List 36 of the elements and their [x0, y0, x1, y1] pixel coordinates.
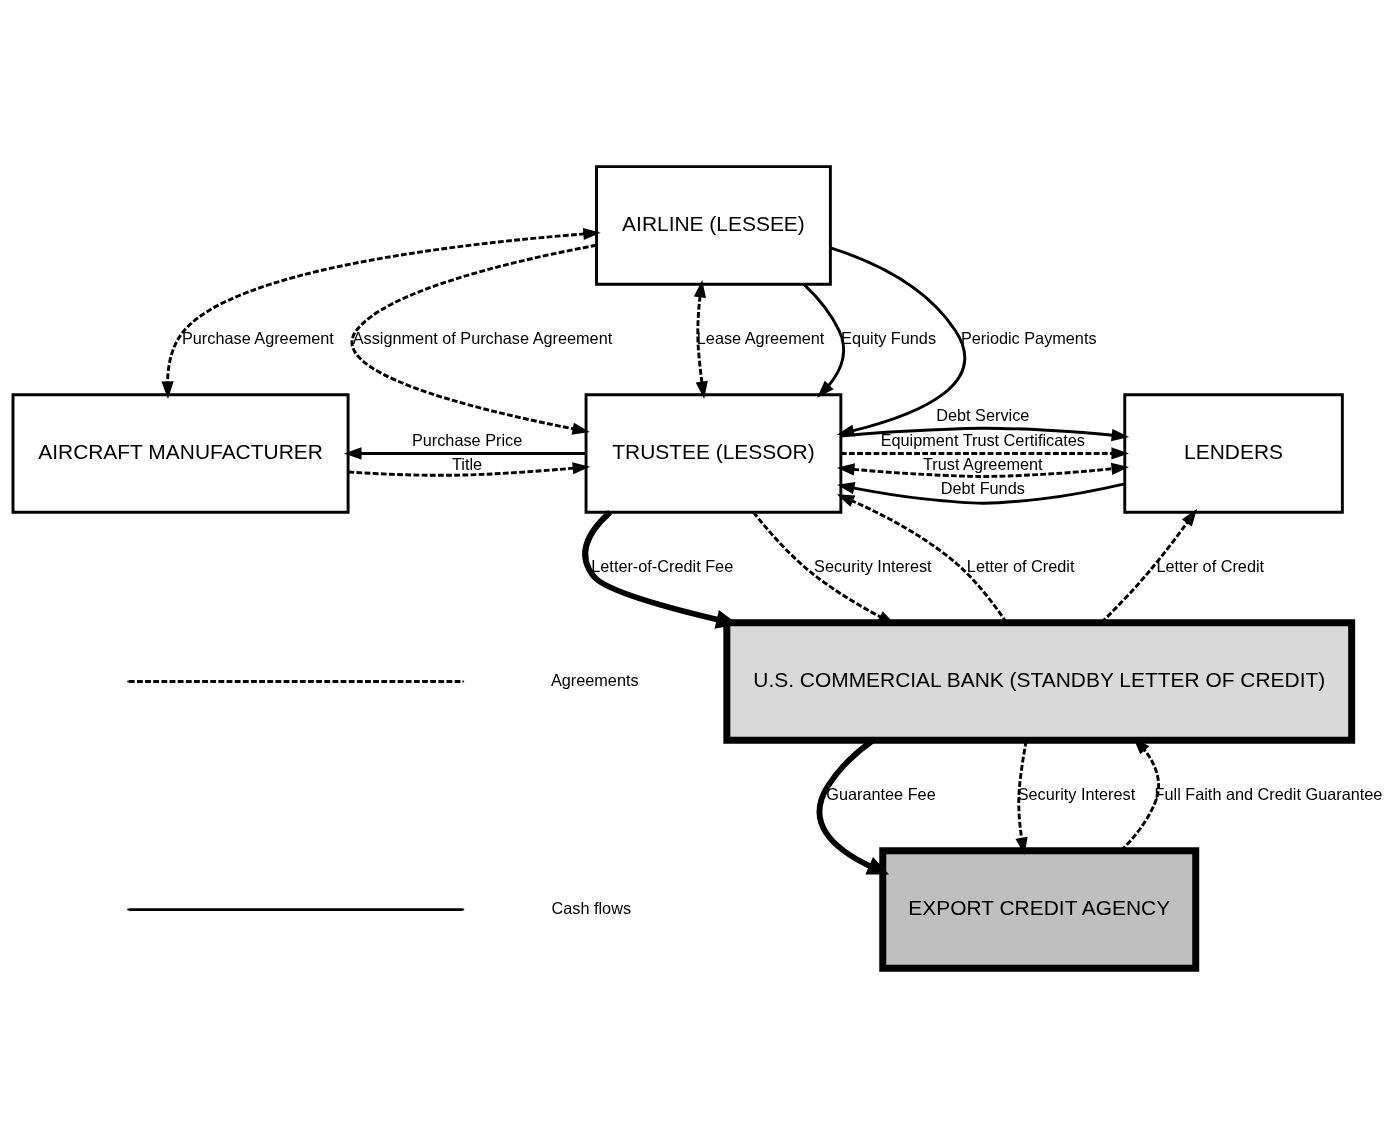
arrow	[351, 243, 597, 435]
node-box: TRUSTEE (LESSOR)	[584, 393, 843, 514]
edge-label: Letter of Credit	[966, 556, 1075, 575]
edge-label: Purchase Price	[411, 430, 523, 449]
node-box: AIRLINE (LESSEE)	[595, 165, 832, 286]
edge-label: Periodic Payments	[960, 328, 1097, 347]
arrow	[161, 227, 601, 399]
edge-label: Guarantee Fee	[826, 784, 936, 803]
arrow	[802, 283, 846, 398]
node-box: LENDERS	[1123, 393, 1344, 514]
node-box: AIRCRAFT MANUFACTURER	[11, 393, 350, 514]
arrow	[344, 447, 586, 460]
edge-label: Debt Funds	[940, 479, 1025, 498]
edge-label: Trust Agreement	[923, 454, 1043, 473]
edge-label: Purchase Agreement	[181, 328, 334, 347]
edge-label: Equipment Trust Certificates	[880, 430, 1085, 449]
edge-label: Debt Service	[936, 406, 1030, 425]
arrow	[693, 279, 708, 399]
arrow	[840, 426, 1130, 442]
edge-label: Lease Agreement	[696, 328, 825, 347]
node-box: EXPORT CREDIT AGENCY	[879, 847, 1200, 972]
legend-label: Cash flows	[551, 898, 632, 917]
edge-label: Letter of Credit	[1156, 556, 1265, 575]
edge-label: Letter-of-Credit Fee	[591, 556, 734, 575]
node-box: U.S. COMMERCIAL BANK (STANDBY LETTER OF CREDIT)	[723, 619, 1356, 744]
arrow	[1015, 740, 1028, 856]
legend-label: Agreements	[550, 670, 639, 689]
arrow	[837, 482, 1125, 505]
edge-label: Title	[452, 454, 483, 473]
arrow	[837, 462, 1129, 478]
arrow	[348, 462, 591, 477]
edge-label: Assignment of Purchase Agreement	[352, 328, 613, 347]
arrow	[841, 447, 1129, 460]
edge-label: Security Interest	[814, 556, 932, 575]
edge-label: Full Faith and Credit Guarantee	[1154, 784, 1383, 803]
edge-label: Security Interest	[1017, 784, 1136, 803]
